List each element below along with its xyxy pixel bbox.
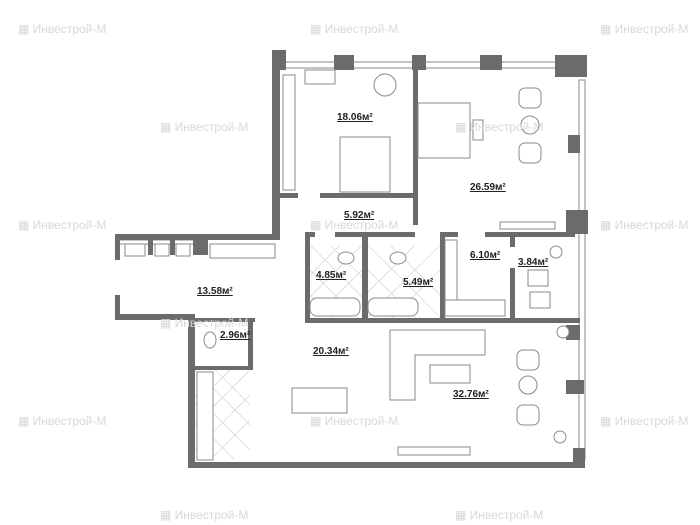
area-label-kitchen: 20.34м² xyxy=(313,346,349,357)
area-label-bathroom-1: 4.85м² xyxy=(316,270,347,281)
area-label-wc: 2.96м² xyxy=(220,330,251,341)
area-label-dressing-room: 6.10м² xyxy=(470,250,501,261)
desk xyxy=(304,69,336,85)
area-label-corridor: 13.58м² xyxy=(197,286,233,297)
hall-wardrobe xyxy=(209,243,276,259)
area-label-bedroom-2: 26.59м² xyxy=(470,182,506,193)
tv-stand xyxy=(397,446,471,456)
wardrobe xyxy=(282,74,296,191)
area-label-living-room: 32.76м² xyxy=(453,389,489,400)
dressing-shelf xyxy=(444,299,506,317)
table xyxy=(373,73,397,97)
bathtub xyxy=(309,297,361,317)
area-label-loggia: 3.84м² xyxy=(518,257,549,268)
toilet xyxy=(203,331,217,349)
bed xyxy=(339,136,391,193)
area-label-bathroom-2: 5.49м² xyxy=(403,277,434,288)
furniture xyxy=(124,69,570,461)
dining-table xyxy=(291,387,348,414)
bathtub xyxy=(367,297,419,317)
walls xyxy=(115,50,588,468)
coffee-table xyxy=(429,364,471,384)
sofa xyxy=(389,329,486,401)
tv-stand xyxy=(499,221,556,230)
kitchen-counter xyxy=(196,371,214,461)
area-label-bedroom-1: 18.06м² xyxy=(337,112,373,123)
bed-2 xyxy=(417,102,471,159)
plant xyxy=(549,245,563,259)
area-label-hall: 5.92м² xyxy=(344,210,375,221)
